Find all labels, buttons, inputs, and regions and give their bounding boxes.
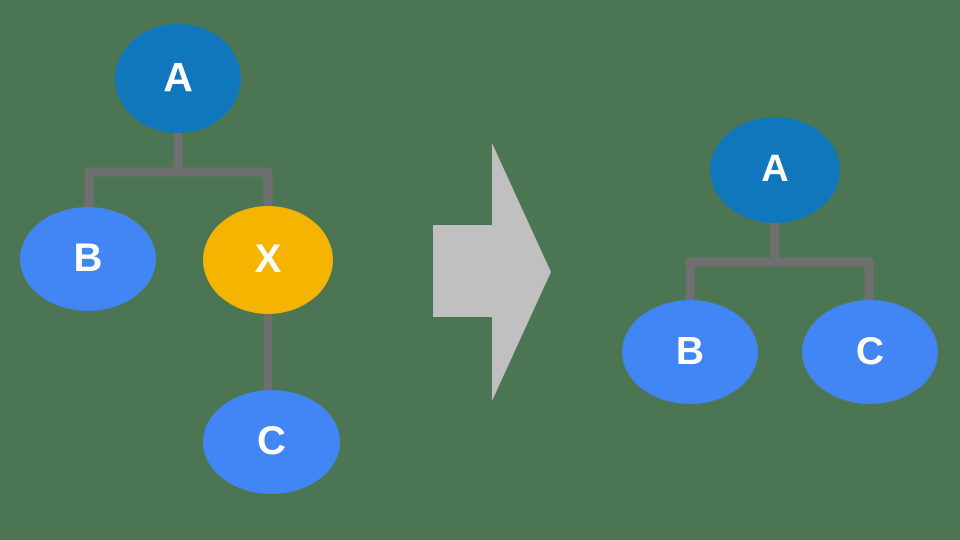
before-node-a[interactable]: A — [115, 24, 241, 133]
after-node-a-label: A — [761, 148, 789, 190]
right-arrow-shape — [433, 143, 551, 401]
right-arrow-icon — [433, 143, 551, 401]
after-node-b[interactable]: B — [622, 300, 758, 404]
before-node-c[interactable]: C — [203, 390, 340, 494]
before-node-x-label: X — [254, 237, 282, 281]
before-node-b[interactable]: B — [20, 207, 156, 311]
after-node-c[interactable]: C — [802, 300, 938, 404]
after-node-a[interactable]: A — [710, 117, 840, 223]
after-node-c-label: C — [855, 329, 885, 373]
before-node-b-label: B — [73, 236, 103, 280]
before-node-a-label: A — [163, 54, 193, 100]
before-node-x[interactable]: X — [203, 206, 333, 314]
before-node-c-label: C — [257, 419, 286, 463]
after-node-b-label: B — [675, 329, 705, 373]
